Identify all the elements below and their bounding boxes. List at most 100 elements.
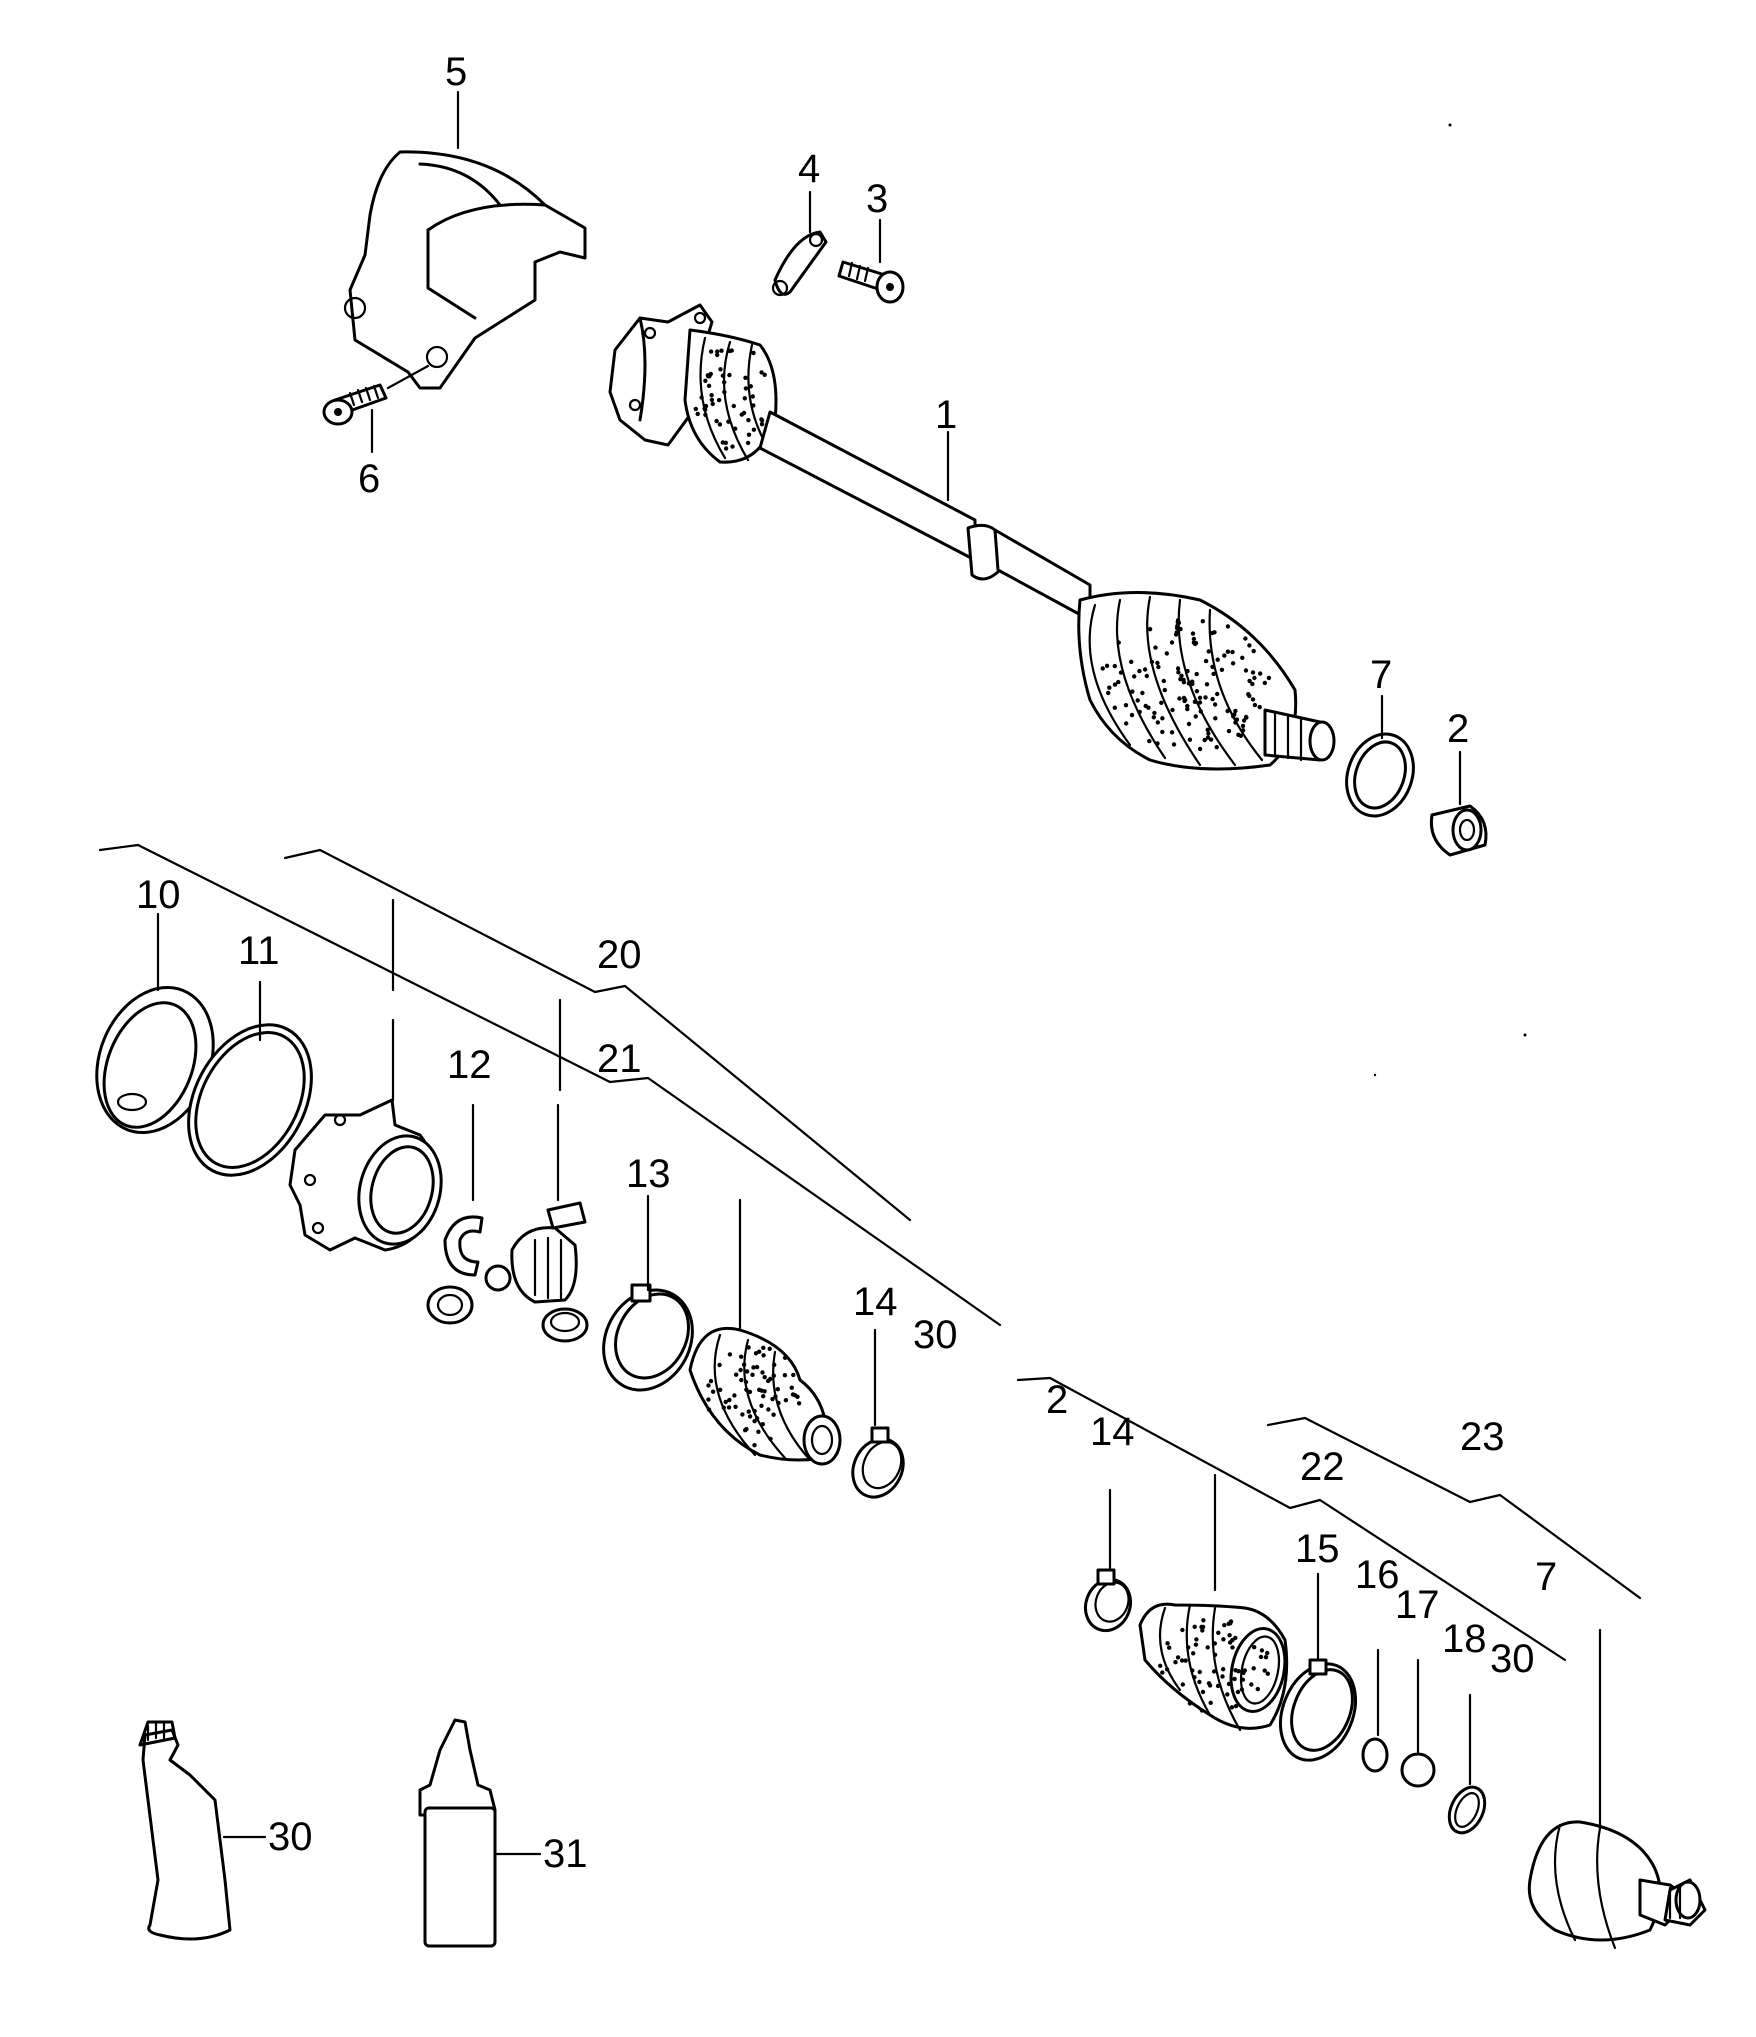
boot-texture-dot <box>1249 1682 1254 1687</box>
boot-texture-dot <box>739 412 744 417</box>
boot-texture-dot <box>761 1345 766 1351</box>
boot-texture-dot <box>1194 689 1200 694</box>
boot-texture-dot <box>743 1379 749 1385</box>
boot-texture-dot <box>1212 1641 1218 1646</box>
boot-texture-dot <box>1215 691 1220 697</box>
callout-23: 23 <box>1460 1415 1505 1459</box>
boot-texture-dot <box>719 348 724 353</box>
boot-texture-dot <box>772 1362 777 1368</box>
boot-texture-dot <box>1104 663 1110 668</box>
boot-texture-dot <box>1203 695 1208 700</box>
boot-texture-dot <box>1244 715 1249 720</box>
boot-texture-dot <box>761 1394 766 1399</box>
nut-top <box>1429 804 1488 857</box>
boot-texture-dot <box>796 1401 802 1406</box>
boot-texture-dot <box>1250 670 1256 675</box>
boot-texture-dot <box>709 393 714 398</box>
boot-texture-dot <box>1106 690 1111 696</box>
boot-texture-dot <box>1252 1645 1257 1650</box>
boot-texture-dot <box>721 1405 726 1410</box>
boot-texture-dot <box>710 1389 716 1394</box>
boot-texture-dot <box>1112 663 1118 669</box>
callout-7-top: 7 <box>1370 653 1392 697</box>
boot-texture-dot <box>1262 1668 1267 1673</box>
boot-texture-dot <box>1243 668 1249 673</box>
boot-texture-dot <box>1160 1670 1165 1675</box>
boot-texture-dot <box>1130 689 1135 694</box>
bracket-22-line <box>1016 1376 1567 1662</box>
grease-tube <box>138 1720 232 1941</box>
boot-texture-dot <box>760 1370 765 1375</box>
boot-texture-dot <box>744 1426 749 1432</box>
boot-right-dots <box>1158 1618 1271 1713</box>
washer-a <box>426 1285 474 1325</box>
callout-5: 5 <box>445 50 467 94</box>
boot-texture-dot <box>795 1394 800 1400</box>
boot-texture-dot <box>744 1387 749 1392</box>
boot-texture-dot <box>1247 643 1252 648</box>
callout-14-right: 14 <box>1090 1410 1135 1454</box>
boot-texture-dot <box>751 403 756 408</box>
bracket-30-line <box>98 843 1002 1327</box>
boot-texture-dot <box>1158 1663 1163 1669</box>
boot-texture-dot <box>1222 1623 1227 1628</box>
boot-texture-dot <box>1181 680 1187 685</box>
boot-texture-dot <box>1265 1650 1270 1656</box>
callout-30-right: 30 <box>1490 1637 1535 1681</box>
inner-cage <box>484 1201 587 1304</box>
boot-texture-dot <box>1209 630 1215 636</box>
boot-texture-dot <box>1179 673 1184 678</box>
boot-texture-dot <box>706 1407 712 1412</box>
drive-shaft <box>608 303 1336 771</box>
callout-4: 4 <box>798 147 820 191</box>
boot-texture-dot <box>738 1367 743 1373</box>
boot-texture-dot <box>732 1393 737 1398</box>
boot-texture-dot <box>1169 640 1175 645</box>
boot-texture-dot <box>1160 729 1165 735</box>
boot-texture-dot <box>1201 1618 1206 1623</box>
boot-texture-dot <box>1252 675 1257 681</box>
boot-texture-dot <box>1192 1675 1197 1680</box>
boot-texture-dot <box>1225 708 1230 714</box>
boot-texture-dot <box>1192 641 1198 647</box>
boot-texture-dot <box>1191 636 1197 642</box>
boot-texture-dot <box>746 418 751 423</box>
boot-texture-dot <box>715 349 720 354</box>
boot-texture-dot <box>782 1373 788 1378</box>
boot-texture-dot <box>1185 703 1190 709</box>
boot-texture-dot <box>759 1403 764 1409</box>
boot-texture-dot <box>1208 737 1214 742</box>
boot-texture-dot <box>1225 624 1231 629</box>
boot-texture-dot <box>1194 1637 1199 1642</box>
boot-texture-dot <box>730 444 735 449</box>
boot-texture-dot <box>1176 620 1182 626</box>
boot-texture-dot <box>1205 727 1210 732</box>
boot-texture-dot <box>743 386 749 391</box>
boot-texture-dot <box>703 407 708 412</box>
boot-texture-dot <box>1229 1705 1235 1710</box>
boot-texture-dot <box>739 1354 744 1359</box>
boot-texture-dot <box>1215 657 1220 662</box>
boot-texture-dot <box>1232 1676 1237 1682</box>
callout-1: 1 <box>935 393 957 437</box>
boot-texture-dot <box>742 396 747 401</box>
boot-texture-dot <box>750 394 755 399</box>
boot-texture-dot <box>1197 695 1203 700</box>
boot-texture-dot <box>1226 728 1232 734</box>
boot-texture-dot <box>1262 680 1268 686</box>
boot-texture-dot <box>744 1369 750 1374</box>
boot-texture-dot <box>752 1408 757 1414</box>
clamp-14-right <box>1083 1568 1133 1633</box>
boot-texture-dot <box>1266 675 1272 681</box>
boot-texture-dot <box>1258 1654 1264 1660</box>
boot-texture-dot <box>1199 1624 1204 1630</box>
bracket-23-line <box>1266 1416 1642 1600</box>
boot-texture-dot <box>1185 668 1190 674</box>
boot-texture-dot <box>1208 1700 1213 1706</box>
boot-texture-dot <box>714 418 719 424</box>
boot-texture-dot <box>1173 1660 1178 1665</box>
boot-texture-dot <box>1181 695 1187 701</box>
boot-texture-dot <box>1171 742 1177 747</box>
boot-texture-dot <box>1180 1682 1186 1687</box>
